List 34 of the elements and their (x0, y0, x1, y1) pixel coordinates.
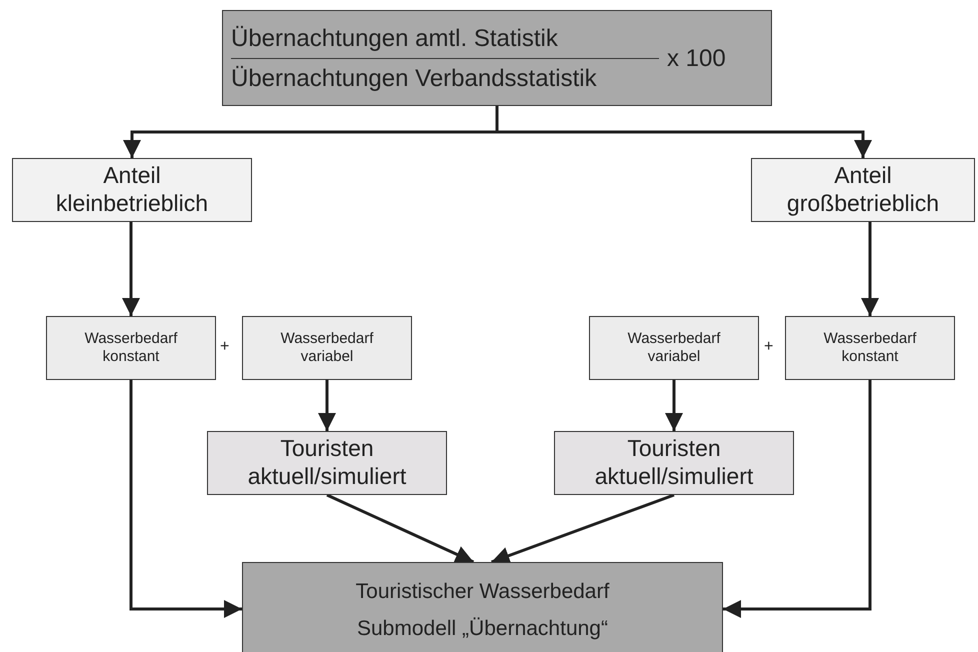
process-box (242, 316, 412, 380)
arrow (723, 380, 872, 618)
fraction-term: Übernachtungen amtl. Statistik (231, 25, 558, 54)
arrow (665, 380, 683, 431)
fraction-term: Übernachtungen Verbandsstatistik (231, 65, 597, 94)
box-text: Wasserbedarf variabel (280, 330, 374, 366)
formula-box (222, 10, 772, 106)
box-text: Anteil großbetrieblich (786, 162, 940, 218)
process-box (554, 431, 794, 495)
box-text: Wasserbedarf konstant (84, 330, 178, 366)
arrow (496, 106, 872, 158)
arrow (318, 380, 336, 431)
arrow (122, 222, 140, 316)
box-text: Touristischer Wasserbedarf (356, 578, 610, 604)
process-box (589, 316, 759, 380)
process-box (12, 158, 252, 222)
process-box (207, 431, 447, 495)
process-box (785, 316, 955, 380)
plus-sign: + (220, 338, 230, 356)
arrow (130, 380, 242, 618)
arrow (490, 494, 675, 564)
arrow (326, 494, 474, 564)
plus-sign: + (764, 338, 774, 356)
process-box (751, 158, 975, 222)
process-box (46, 316, 216, 380)
box-text: Submodell „Übernachtung“ (357, 616, 608, 642)
box-text: Anteil kleinbetrieblich (54, 162, 210, 218)
box-text: Wasserbedarf konstant (822, 330, 918, 366)
box-text: Touristen aktuell/simuliert (594, 435, 754, 491)
box-text: Wasserbedarf variabel (626, 330, 722, 366)
multiplier-text: x 100 (667, 45, 726, 74)
process-box (242, 562, 723, 652)
arrow (861, 222, 879, 316)
box-text: Touristen aktuell/simuliert (246, 435, 408, 491)
